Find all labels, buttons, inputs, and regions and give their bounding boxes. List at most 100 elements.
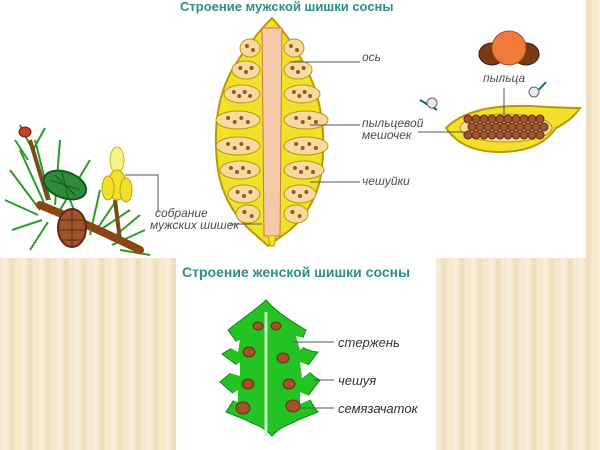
pollen-dot bbox=[238, 66, 243, 70]
pollen-dot bbox=[244, 70, 248, 74]
pollen-dot bbox=[527, 130, 537, 140]
pollen-dot bbox=[242, 194, 246, 198]
label-scales: чешуйки bbox=[362, 174, 410, 188]
pollen-dot bbox=[229, 166, 233, 170]
pollen-dot bbox=[519, 130, 529, 140]
pollen-dot bbox=[483, 122, 493, 132]
pollen-dot bbox=[291, 190, 296, 194]
pollen-dot bbox=[503, 114, 513, 124]
pollen-dot bbox=[226, 116, 231, 120]
pollen-dot bbox=[226, 142, 231, 146]
pollen-dot bbox=[249, 66, 254, 70]
label-scale: чешуя bbox=[338, 373, 377, 388]
pollen-dot bbox=[232, 120, 237, 124]
pollen-dot bbox=[235, 170, 239, 174]
pollen-dot bbox=[531, 122, 541, 132]
pollen-dot bbox=[471, 130, 481, 140]
male-pollen-sac bbox=[223, 84, 261, 104]
pollen-dot bbox=[471, 114, 481, 124]
label-axis: ось bbox=[362, 50, 381, 64]
pollen-dot bbox=[495, 114, 505, 124]
pollen-dot bbox=[294, 116, 299, 120]
pollen-dot bbox=[245, 120, 250, 124]
male-pollen-sac bbox=[219, 160, 261, 180]
pollen-dot bbox=[245, 146, 250, 150]
female-cone bbox=[219, 299, 321, 437]
pollen-dot bbox=[289, 44, 293, 48]
pollen-dot bbox=[535, 130, 545, 140]
male-cone bbox=[214, 16, 329, 248]
pollen-dot bbox=[535, 114, 545, 124]
pollen-dot bbox=[291, 90, 296, 94]
pollen-dot bbox=[297, 94, 302, 98]
male-pollen-sac bbox=[283, 204, 309, 224]
label-pollen-sac-line1: пыльцевой bbox=[362, 116, 424, 130]
pollen-dot bbox=[311, 170, 315, 174]
pollen-dot bbox=[487, 130, 497, 140]
pollen-grain bbox=[478, 30, 540, 66]
pollen-dot bbox=[467, 122, 477, 132]
pollen-dot bbox=[491, 122, 501, 132]
pollen-dot bbox=[290, 66, 295, 70]
pollen-dot bbox=[293, 166, 297, 170]
pollen-dot bbox=[300, 146, 305, 150]
pollen-dot bbox=[290, 210, 295, 214]
pollen-dot bbox=[300, 120, 305, 124]
pollen-dot bbox=[479, 114, 489, 124]
pine-branch bbox=[4, 124, 151, 256]
pollen-dot bbox=[294, 142, 299, 146]
pollen-dot bbox=[231, 90, 236, 94]
pollen-dot bbox=[515, 122, 525, 132]
pollen-dot bbox=[511, 114, 521, 124]
pollen-dot bbox=[519, 114, 529, 124]
pollen-dot bbox=[539, 122, 549, 132]
pollen-dot bbox=[304, 190, 309, 194]
male-pollen-sac bbox=[283, 110, 329, 130]
pollen-sac bbox=[419, 81, 582, 154]
pollen-dot bbox=[251, 48, 255, 52]
male-pollen-sac bbox=[215, 136, 261, 156]
pollen-dot bbox=[313, 120, 318, 124]
pollen-dot bbox=[308, 94, 313, 98]
pollen-dot bbox=[241, 166, 245, 170]
pollen-dot bbox=[503, 130, 513, 140]
pollen-dot bbox=[507, 122, 517, 132]
female-cone-title: Строение женской шишки сосны bbox=[182, 264, 411, 280]
pollen-dot bbox=[235, 190, 240, 194]
male-cone-title: Строение мужской шишки сосны bbox=[180, 0, 394, 14]
pollen-dot bbox=[296, 70, 300, 74]
male-pollen-sac bbox=[283, 160, 325, 180]
pollen-dot bbox=[487, 114, 497, 124]
male-pollen-sac bbox=[215, 110, 261, 130]
pollen-dot bbox=[511, 130, 521, 140]
pollen-dot bbox=[499, 122, 509, 132]
pollen-dot bbox=[305, 166, 309, 170]
label-rod: стержень bbox=[338, 335, 400, 350]
male-pollen-sac bbox=[235, 204, 261, 224]
pollen-dot bbox=[297, 214, 302, 218]
pollen-dot bbox=[248, 190, 253, 194]
pollen-dot bbox=[295, 48, 299, 52]
pollen-dot bbox=[249, 214, 254, 218]
pollen-dot bbox=[242, 90, 247, 94]
pollen-dot bbox=[479, 130, 489, 140]
pollen-dot bbox=[245, 44, 249, 48]
male-pollen-sac bbox=[283, 136, 329, 156]
male-pollen-sac bbox=[283, 38, 305, 58]
label-pollen-sac-line2: мешочек bbox=[362, 128, 412, 142]
label-pollen: пыльца bbox=[483, 71, 526, 85]
pollen-dot bbox=[527, 114, 537, 124]
pollen-dot bbox=[302, 90, 307, 94]
pollen-dot bbox=[248, 94, 253, 98]
label-cluster-line2: мужских шишек bbox=[150, 218, 240, 232]
pollen-dot bbox=[307, 116, 312, 120]
label-ovule: семязачаток bbox=[338, 401, 418, 416]
pollen-dot bbox=[301, 66, 306, 70]
pollen-dot bbox=[299, 170, 303, 174]
pollen-dot bbox=[463, 114, 473, 124]
pollen-dot bbox=[523, 122, 533, 132]
pollen-dot bbox=[313, 146, 318, 150]
pollen-dot bbox=[495, 130, 505, 140]
male-pollen-sac bbox=[283, 84, 321, 104]
